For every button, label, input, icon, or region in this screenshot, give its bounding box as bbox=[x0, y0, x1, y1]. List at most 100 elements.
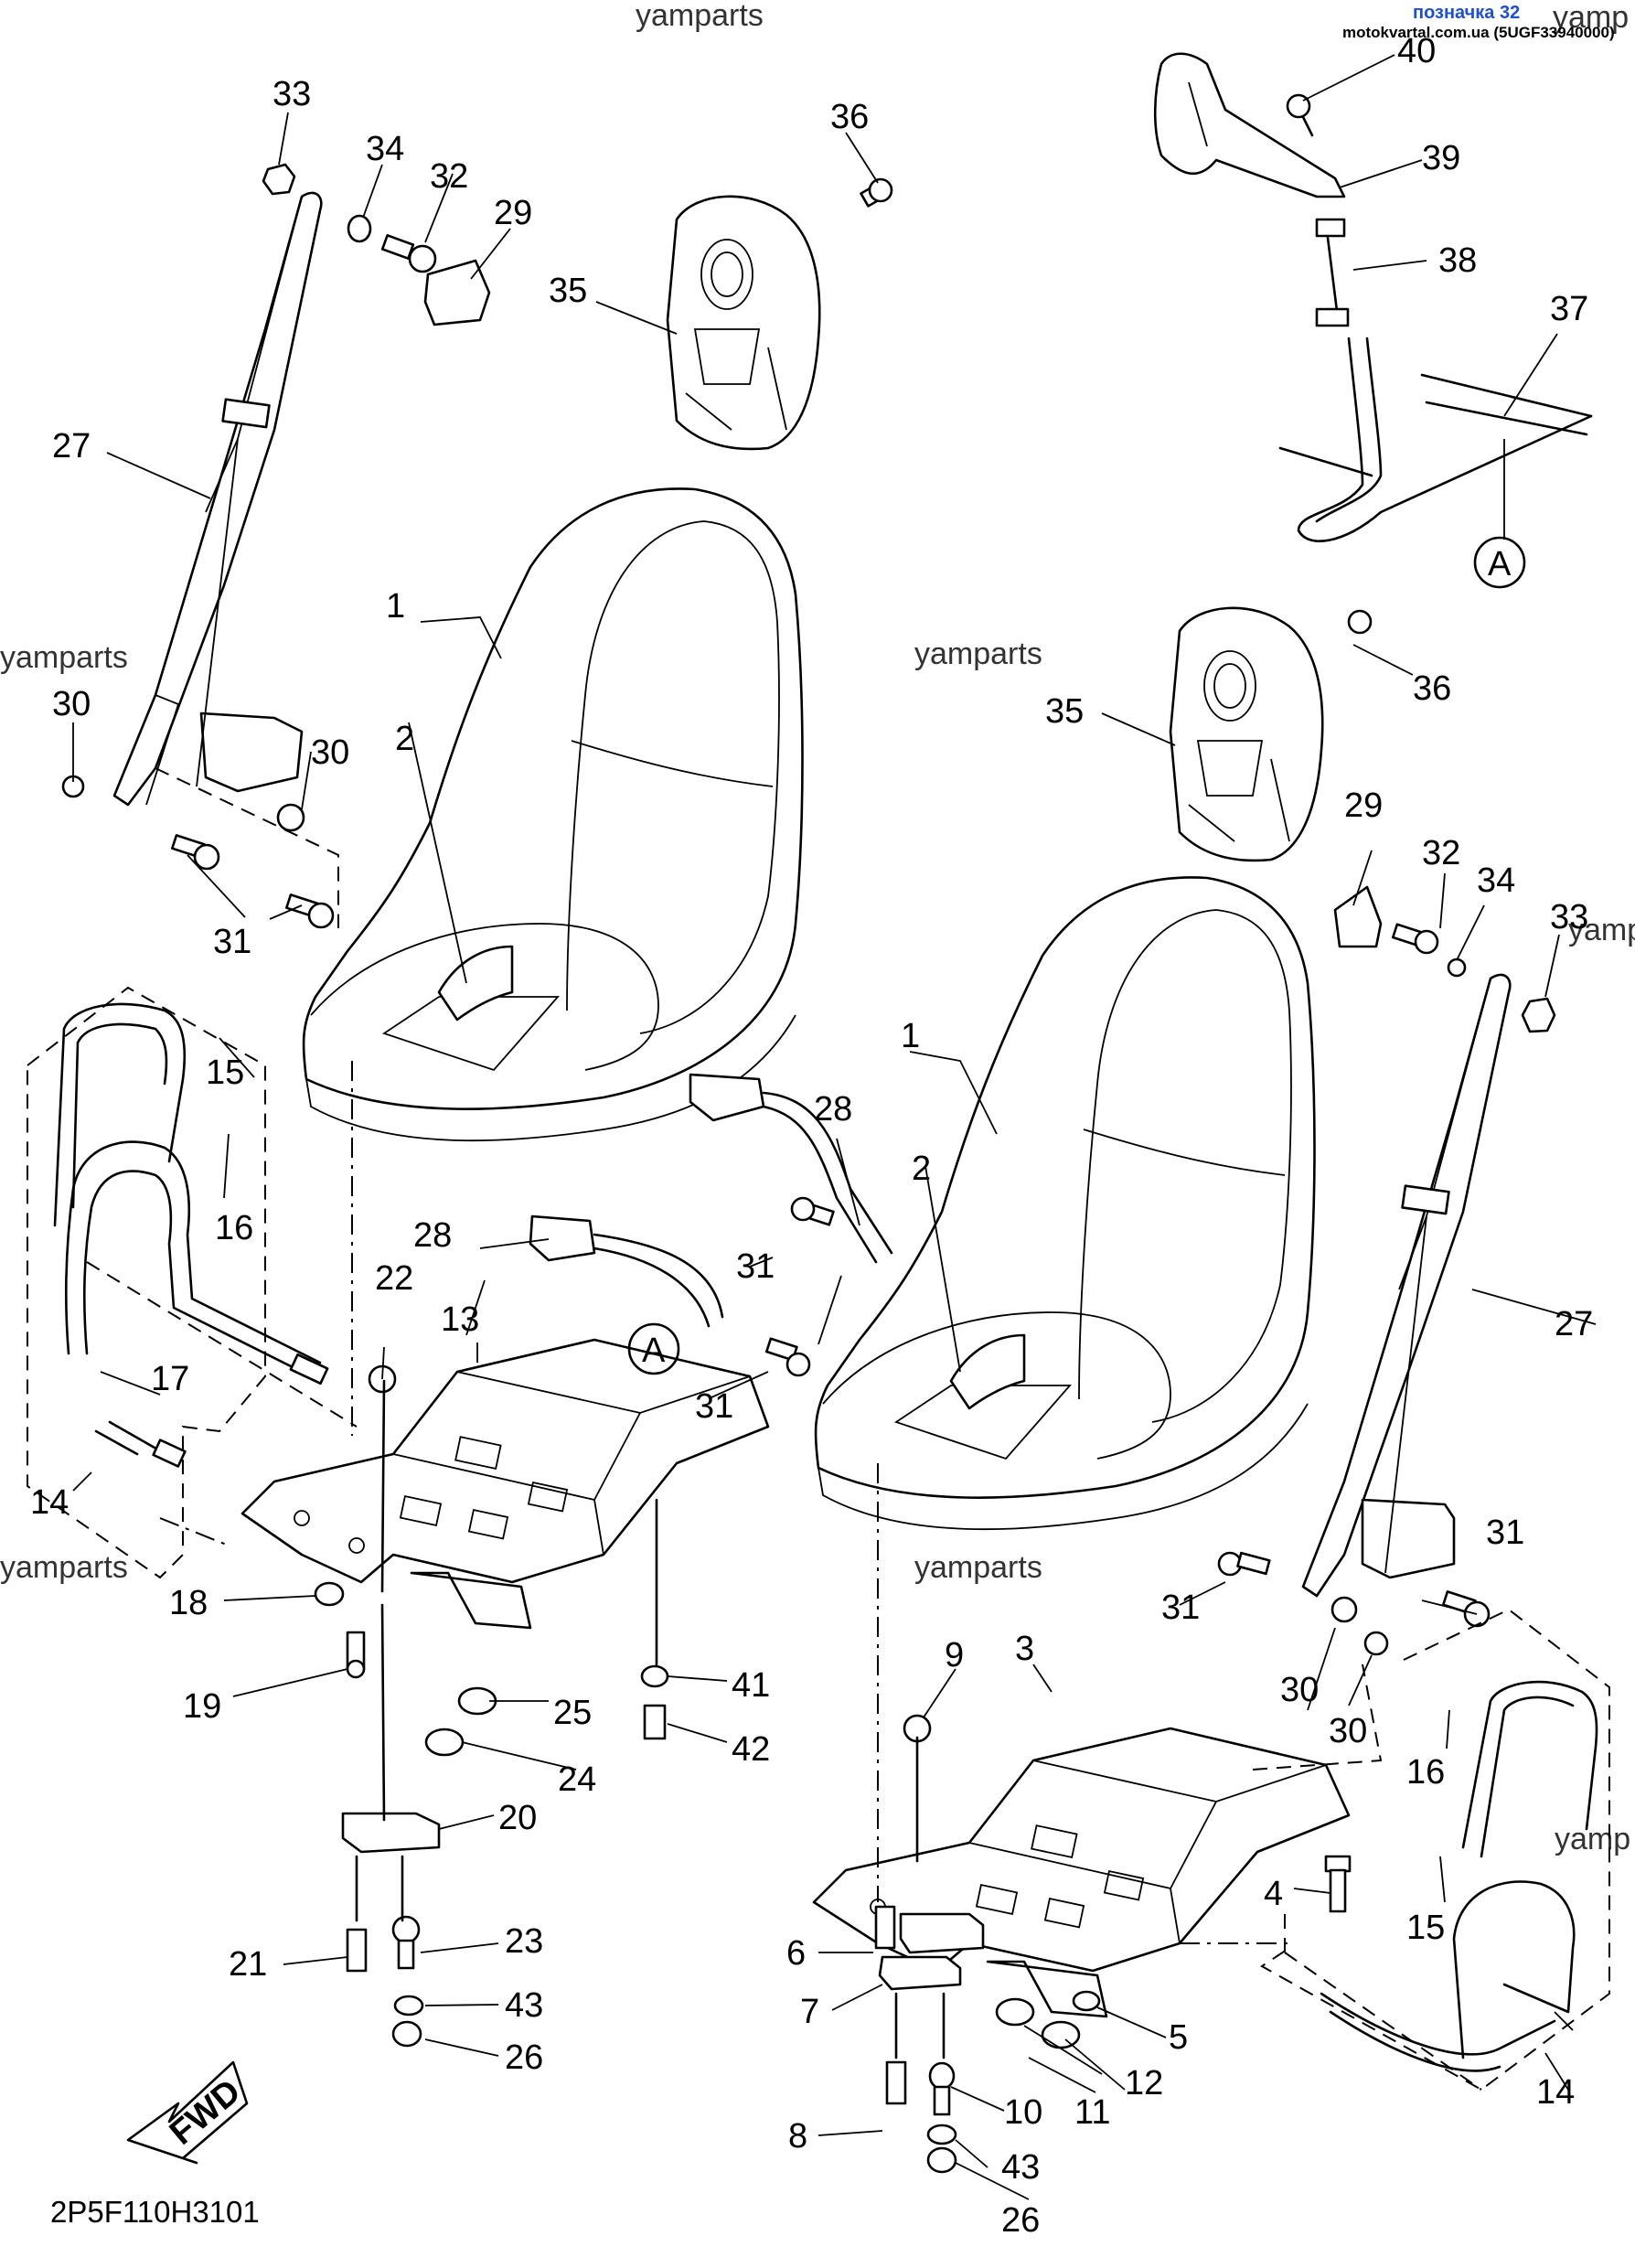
callout-7: 7 bbox=[800, 1993, 819, 2031]
callout-26: 26 bbox=[505, 2038, 543, 2077]
callout-23: 23 bbox=[505, 1922, 543, 1961]
group-outline-16-left bbox=[86, 1261, 358, 1428]
callout-26: 26 bbox=[1001, 2201, 1040, 2240]
callout-34: 34 bbox=[1477, 861, 1515, 900]
callout-1: 1 bbox=[386, 587, 405, 626]
callout-41: 41 bbox=[732, 1666, 770, 1705]
left-armrest-frame bbox=[53, 1002, 329, 1468]
callout-38: 38 bbox=[1438, 241, 1477, 280]
callout-30: 30 bbox=[1329, 1712, 1367, 1750]
callout-16: 16 bbox=[1406, 1753, 1445, 1792]
callout-43: 43 bbox=[505, 1986, 543, 2025]
callout-25: 25 bbox=[553, 1694, 592, 1732]
right-seat-belt bbox=[1301, 973, 1512, 1598]
seat-back-cover-mid bbox=[1169, 606, 1324, 862]
callout-15: 15 bbox=[1406, 1909, 1445, 1947]
diagram-code: 2P5F110H3101 bbox=[50, 2195, 260, 2229]
callout-31: 31 bbox=[695, 1387, 733, 1426]
callout-4: 4 bbox=[1264, 1875, 1283, 1913]
leader-lines bbox=[72, 54, 1597, 2200]
left-seat-base bbox=[240, 1338, 770, 1630]
callout-34: 34 bbox=[366, 130, 404, 168]
forward-arrow: FWD bbox=[126, 2060, 249, 2165]
callout-35: 35 bbox=[1045, 692, 1084, 731]
callout-32: 32 bbox=[430, 157, 468, 196]
callout-42: 42 bbox=[732, 1730, 770, 1769]
callout-29: 29 bbox=[1344, 786, 1383, 825]
callout-30: 30 bbox=[1280, 1671, 1319, 1709]
callout-5: 5 bbox=[1169, 2018, 1188, 2057]
group-outline-16-right bbox=[1252, 1664, 1383, 1771]
callout-36: 36 bbox=[830, 98, 869, 136]
hardware bbox=[61, 93, 1556, 2174]
callout-3: 3 bbox=[1015, 1630, 1034, 1668]
seat-back-cover-top bbox=[666, 195, 821, 451]
ref-circle-label: A bbox=[1488, 545, 1512, 583]
callout-28: 28 bbox=[413, 1216, 452, 1255]
left-seat-belt bbox=[112, 191, 323, 807]
callout-27: 27 bbox=[52, 427, 91, 465]
callout-30: 30 bbox=[52, 685, 91, 723]
watermark: yamparts bbox=[914, 1550, 1042, 1585]
watermark: yamp bbox=[1568, 913, 1635, 947]
callout-6: 6 bbox=[786, 1934, 806, 1973]
watermark: yamparts bbox=[636, 0, 764, 33]
group-outline-30-left bbox=[155, 767, 339, 928]
group-outline-14-right bbox=[1260, 1608, 1610, 2091]
callout-31: 31 bbox=[1486, 1514, 1524, 1552]
callout-20: 20 bbox=[498, 1799, 537, 1837]
ref-circle-a bbox=[1473, 536, 1526, 589]
callout-18: 18 bbox=[169, 1584, 208, 1622]
callout-32: 32 bbox=[1422, 834, 1460, 872]
watermark: yamparts bbox=[914, 637, 1042, 671]
callout-24: 24 bbox=[558, 1760, 596, 1799]
callout-2: 2 bbox=[912, 1150, 931, 1188]
watermark: yamp bbox=[1555, 1822, 1630, 1856]
callout-13: 13 bbox=[441, 1300, 479, 1339]
callout-14: 14 bbox=[30, 1483, 69, 1522]
callout-33: 33 bbox=[272, 75, 311, 113]
callout-19: 19 bbox=[183, 1687, 221, 1726]
watermark: yamp bbox=[1553, 0, 1629, 35]
callout-35: 35 bbox=[549, 272, 587, 310]
callout-12: 12 bbox=[1125, 2064, 1163, 2102]
ref-circle-label: A bbox=[642, 1332, 666, 1370]
trim-cap-29-left bbox=[423, 259, 491, 326]
callout-11: 11 bbox=[1074, 2093, 1110, 2132]
callout-27: 27 bbox=[1555, 1305, 1593, 1343]
align-line bbox=[355, 1855, 404, 1922]
callout-39: 39 bbox=[1422, 139, 1460, 177]
callout-22: 22 bbox=[375, 1259, 413, 1298]
callout-31: 31 bbox=[1161, 1589, 1200, 1627]
align-line bbox=[380, 1603, 386, 1822]
armrest-and-rail bbox=[1153, 52, 1593, 542]
header-label: позначка 32 bbox=[1413, 3, 1520, 23]
right-armrest-frame bbox=[1320, 1680, 1598, 2072]
watermark: yamparts bbox=[0, 640, 128, 675]
right-seat bbox=[814, 876, 1316, 1531]
callout-30: 30 bbox=[311, 733, 349, 772]
group-outline-15-right bbox=[1284, 1911, 1482, 2091]
callout-36: 36 bbox=[1413, 669, 1451, 708]
watermark: yamparts bbox=[0, 1550, 128, 1585]
callout-8: 8 bbox=[788, 2117, 807, 2156]
callout-17: 17 bbox=[151, 1360, 189, 1398]
ref-circle-a bbox=[627, 1322, 680, 1375]
callout-37: 37 bbox=[1550, 290, 1588, 328]
callout-31: 31 bbox=[213, 923, 251, 961]
callout-29: 29 bbox=[494, 194, 532, 232]
callout-14: 14 bbox=[1536, 2073, 1575, 2112]
left-seat bbox=[302, 487, 804, 1142]
trim-cap-29-right bbox=[1333, 885, 1383, 948]
callout-9: 9 bbox=[945, 1636, 964, 1674]
align-line bbox=[159, 1517, 230, 1546]
callout-31: 31 bbox=[736, 1247, 775, 1286]
callout-28: 28 bbox=[814, 1090, 852, 1129]
align-line bbox=[380, 1379, 386, 1593]
callout-2: 2 bbox=[395, 720, 414, 758]
callouts: 33 34 32 29 36 35 40 39 38 37 27 1 2 30 … bbox=[30, 32, 1593, 2240]
callout-16: 16 bbox=[215, 1209, 253, 1247]
align-line bbox=[894, 1992, 946, 2059]
callout-40: 40 bbox=[1397, 32, 1436, 70]
